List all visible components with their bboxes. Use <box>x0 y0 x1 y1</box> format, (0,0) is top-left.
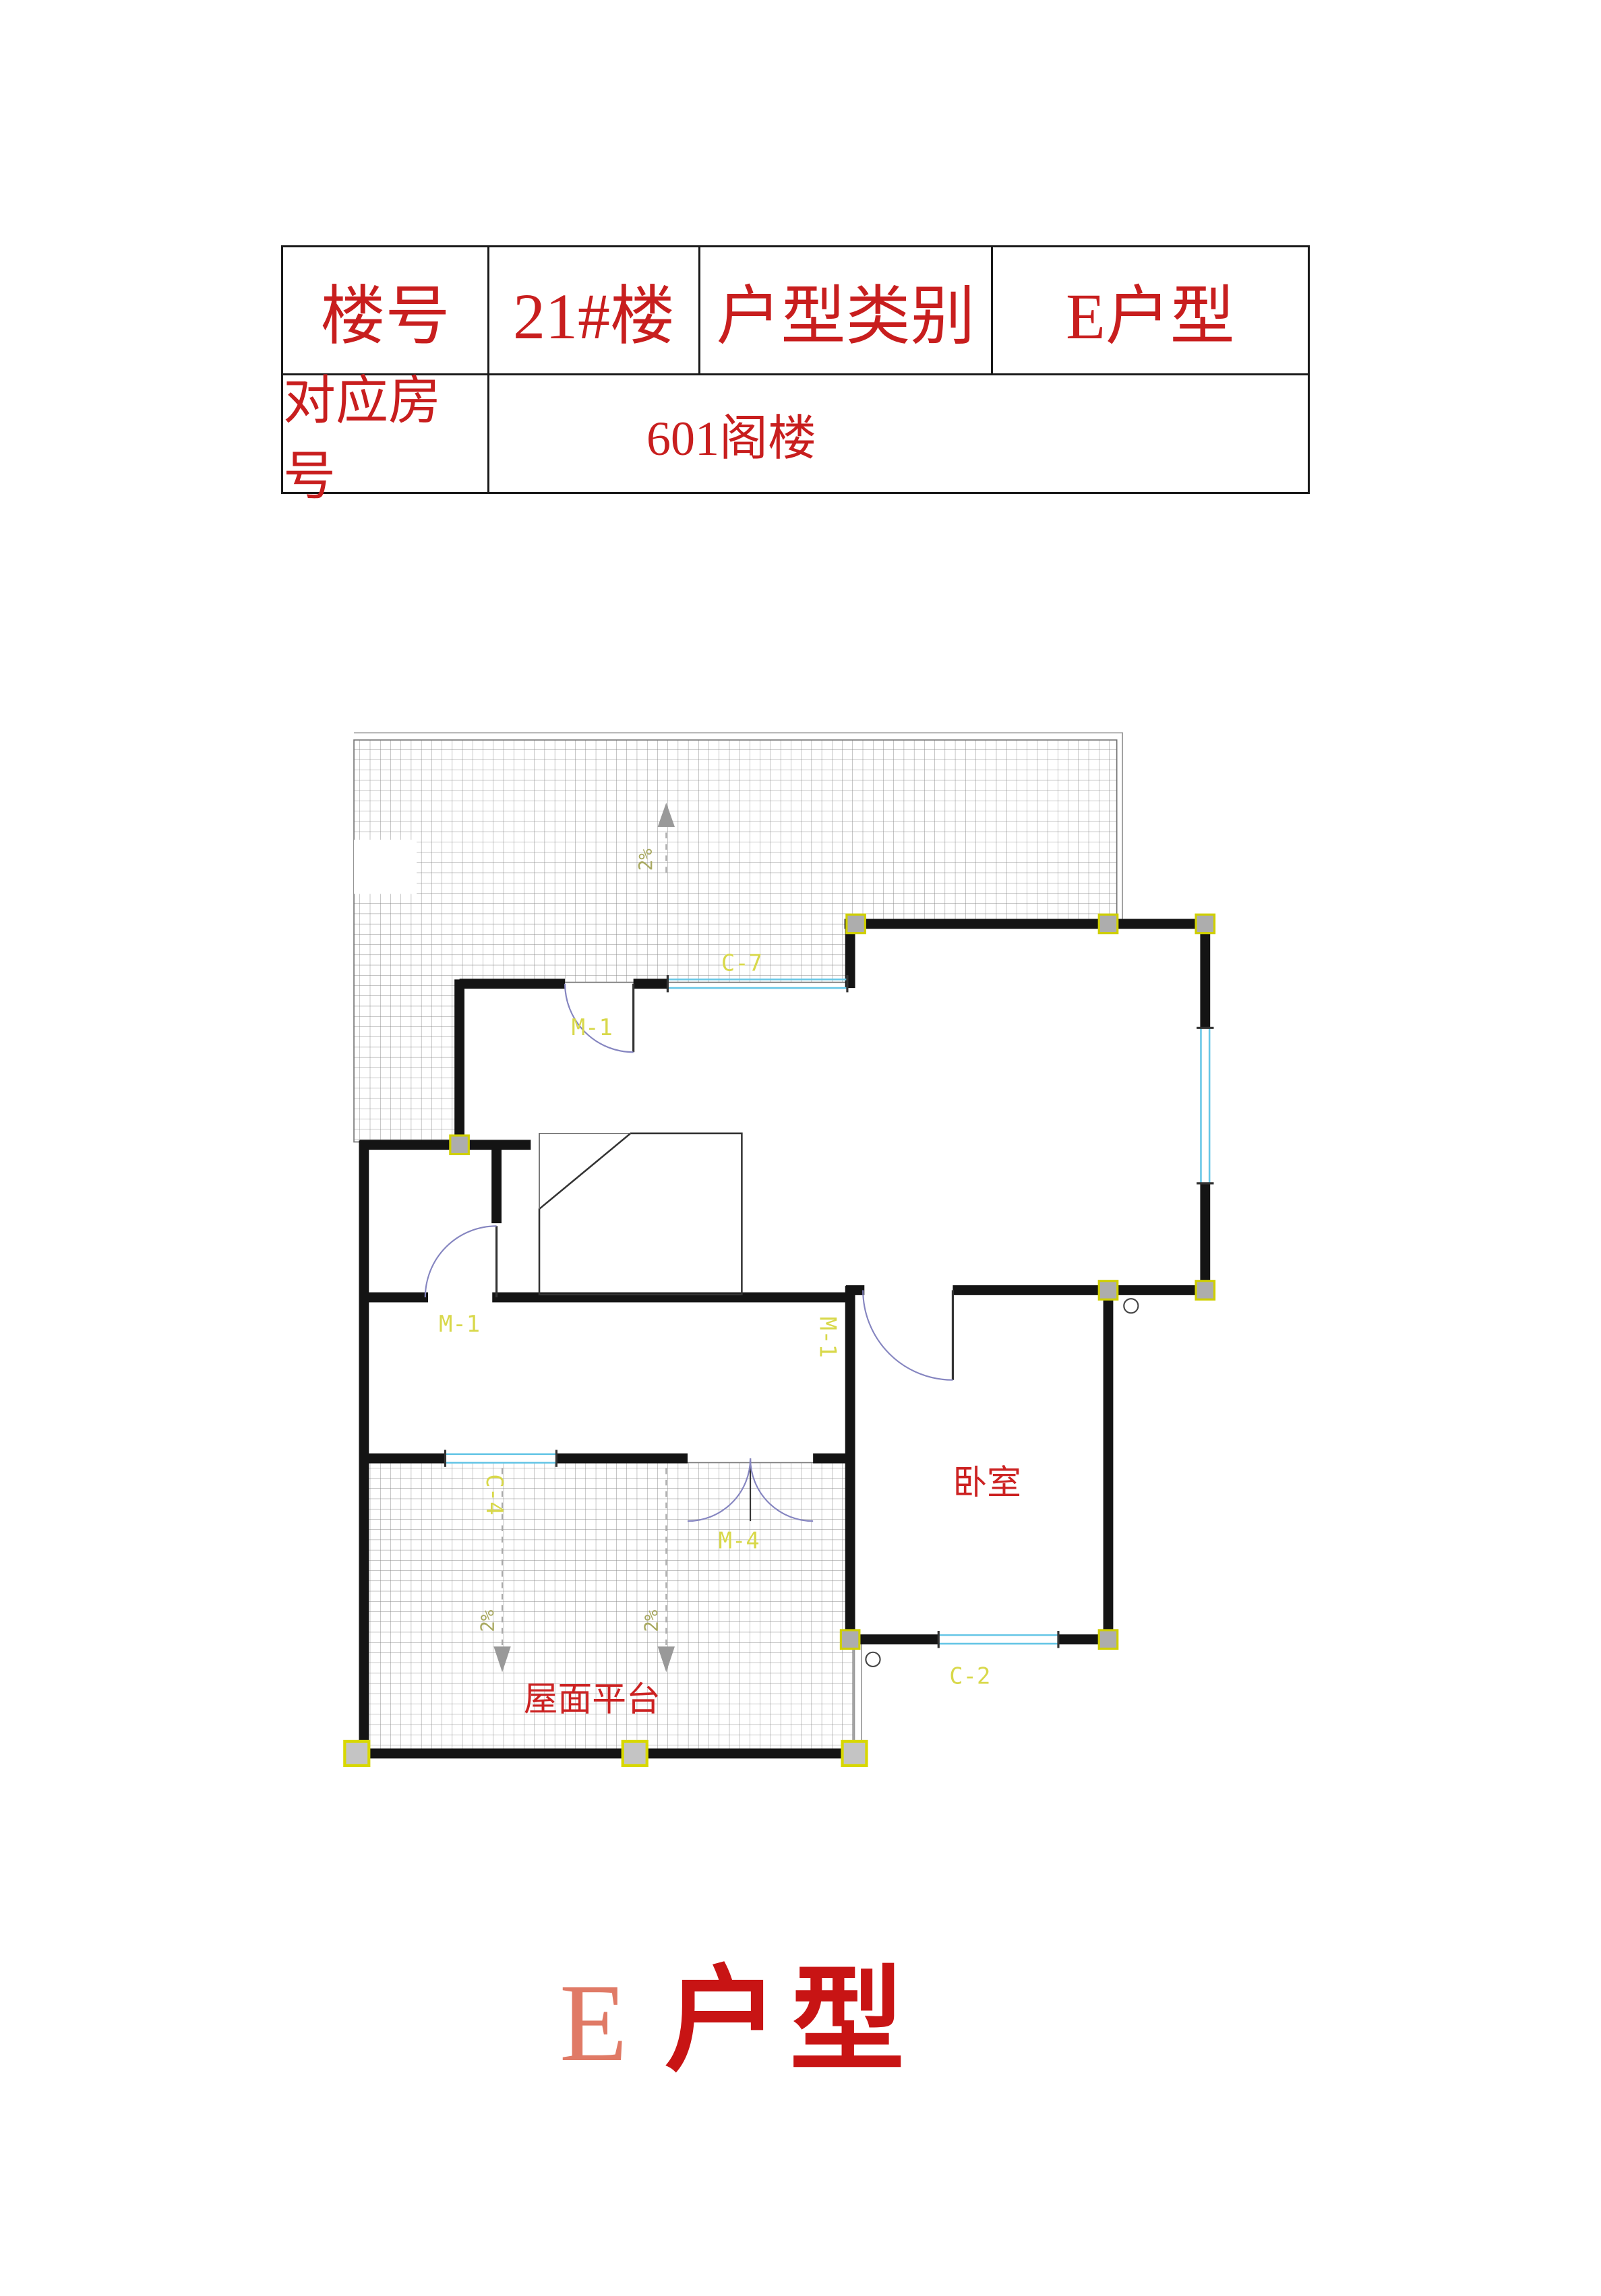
slope-arrow-top <box>657 803 675 873</box>
window-c7 <box>666 975 849 993</box>
label-door-m4: M-4 <box>719 1527 760 1553</box>
label-door-m1-left: M-1 <box>439 1311 480 1337</box>
type-value-cell: E户型 <box>993 247 1310 375</box>
building-value: 21#楼 <box>513 280 675 352</box>
label-window-c4: C-4 <box>481 1474 508 1515</box>
floor-plan: C-7 M-1 C-5 M-1 M-1 C-4 M-4 C-2 2% 2% 2%… <box>342 727 1218 1779</box>
type-label-cell: 户型类别 <box>700 247 993 375</box>
door-m1-bedroom <box>862 1290 955 1381</box>
window-c4 <box>444 1450 558 1467</box>
slope-arrow-right <box>657 1468 675 1673</box>
walls <box>354 919 1211 1759</box>
label-slope-top: 2% <box>635 848 657 871</box>
hatch-erased-patch <box>354 840 417 894</box>
type-label: 户型类别 <box>716 280 975 352</box>
door-m1-left <box>424 1225 498 1298</box>
door-stop-circle-bottom <box>865 1651 881 1667</box>
label-door-m1-bedroom: M-1 <box>815 1317 841 1358</box>
door-m1-top <box>564 983 635 1053</box>
building-value-cell: 21#楼 <box>489 247 700 375</box>
unit-type-letter: E <box>560 1961 628 2084</box>
door-m4-double <box>688 1458 814 1522</box>
info-table: 楼号 21#楼 户型类别 E户型 对应房号 601阁楼 <box>281 245 1310 505</box>
room-label: 对应房号 <box>283 371 442 505</box>
label-room-platform: 屋面平台 <box>524 1680 661 1718</box>
building-label-cell: 楼号 <box>283 247 489 375</box>
roof-hatch-area <box>353 732 1123 1143</box>
label-window-c7: C-7 <box>721 950 762 976</box>
room-label-cell: 对应房号 <box>283 371 489 505</box>
label-door-m1-top: M-1 <box>572 1014 613 1041</box>
column-markers <box>449 913 1216 1650</box>
bed <box>538 1132 743 1296</box>
label-window-c2: C-2 <box>949 1663 990 1689</box>
type-value: E户型 <box>1066 280 1235 352</box>
window-c5 <box>1197 1026 1214 1185</box>
window-c2 <box>937 1631 1060 1648</box>
floor-plan-svg: C-7 M-1 C-5 M-1 M-1 C-4 M-4 C-2 2% 2% 2%… <box>343 732 1216 1768</box>
room-value: 601阁楼 <box>646 412 817 466</box>
slope-arrow-left <box>493 1468 511 1673</box>
room-value-cell: 601阁楼 <box>489 375 1310 494</box>
column-markers-large <box>343 1739 868 1768</box>
unit-type-text: 户型 <box>664 1958 915 2085</box>
label-slope-right: 2% <box>641 1609 663 1632</box>
label-room-bedroom: 卧室 <box>953 1464 1021 1501</box>
platform-hatch-area <box>359 1462 862 1751</box>
unit-type-title: E 户型 <box>560 1964 915 2079</box>
door-stop-circle-right <box>1123 1298 1139 1314</box>
label-slope-left: 2% <box>477 1609 498 1632</box>
building-label: 楼号 <box>320 280 450 352</box>
